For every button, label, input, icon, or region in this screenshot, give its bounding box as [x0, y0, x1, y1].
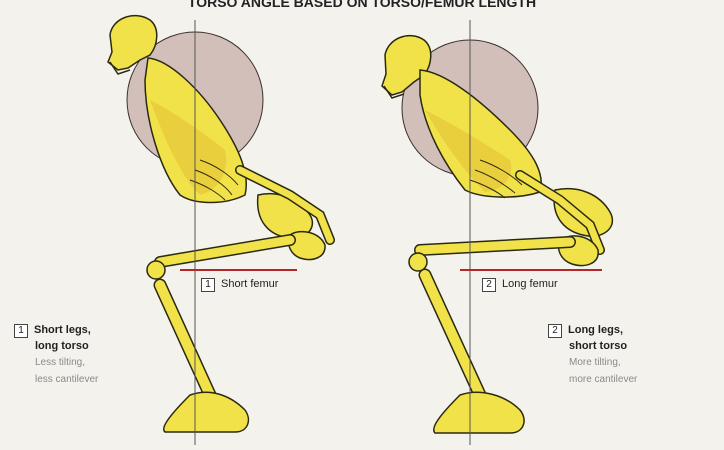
left-caption: 1 Short legs, long torso Less tilting, le… — [14, 322, 98, 388]
right-pelvis — [554, 189, 612, 237]
right-femur-text: Long femur — [502, 278, 558, 290]
left-caption-heading-2: long torso — [14, 340, 89, 352]
left-caption-number: 1 — [14, 324, 28, 338]
right-caption-desc-2: more cantilever — [548, 374, 637, 385]
right-caption-heading-1: Long legs, — [568, 324, 623, 336]
left-caption-desc-1: Less tilting, — [14, 357, 85, 368]
left-femur-number: 1 — [201, 278, 215, 292]
left-caption-heading-1: Short legs, — [34, 324, 91, 336]
right-caption-desc-1: More tilting, — [548, 357, 621, 368]
right-caption-heading-2: short torso — [548, 340, 627, 352]
right-femur-label: 2 Long femur — [482, 278, 558, 292]
right-foot — [434, 392, 524, 433]
right-knee — [409, 253, 427, 271]
left-femur-label: 1 Short femur — [201, 278, 278, 292]
right-femur-number: 2 — [482, 278, 496, 292]
left-foot — [164, 392, 249, 432]
left-caption-desc-2: less cantilever — [14, 374, 98, 385]
left-femur-text: Short femur — [221, 278, 278, 290]
right-caption-number: 2 — [548, 324, 562, 338]
left-skeleton — [108, 16, 330, 432]
left-knee — [147, 261, 165, 279]
right-caption: 2 Long legs, short torso More tilting, mo… — [548, 322, 637, 388]
